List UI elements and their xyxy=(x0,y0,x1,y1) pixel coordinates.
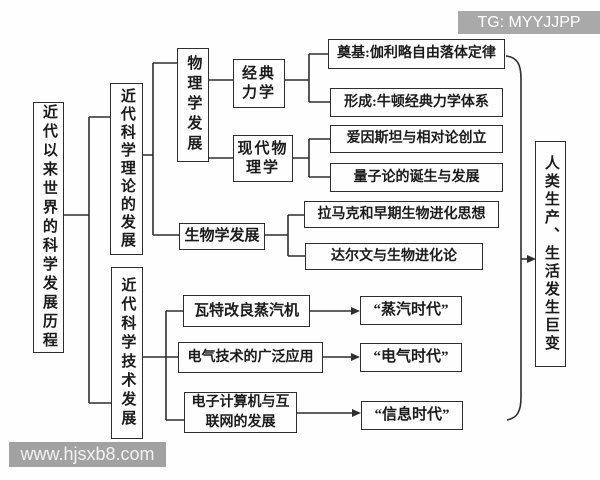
box-outcome: 人类生产、生活发生巨变 xyxy=(535,141,566,367)
wire-theory-trunk xyxy=(143,62,179,236)
box-root-topic: 近代以来世界的科学发展历程 xyxy=(33,102,64,353)
wire-modern-leaves xyxy=(293,138,330,178)
box-steam-age: “蒸汽时代” xyxy=(360,296,462,325)
wire-biology-leaves xyxy=(265,214,305,257)
box-technology-branch: 近代科学技术发展 xyxy=(111,267,143,439)
leaf-galileo-free-fall: 奠基:伽利略自由落体定律 xyxy=(328,39,505,69)
box-modern-physics: 现代物理学 xyxy=(233,135,293,182)
box-information-age: “信息时代” xyxy=(361,401,463,430)
wire-physics-branches xyxy=(209,79,233,159)
box-theory-branch: 近代科学理论的发展 xyxy=(110,83,143,255)
leaf-lamarck-evolution: 拉马克和早期生物进化思想 xyxy=(304,201,499,228)
leaf-quantum-theory: 量子论的诞生与发展 xyxy=(330,163,503,192)
leaf-darwin-evolution: 达尔文与生物进化论 xyxy=(305,243,483,270)
box-biology: 生物学发展 xyxy=(179,223,265,250)
box-watt-steam-engine: 瓦特改良蒸汽机 xyxy=(183,295,310,327)
box-classical-mechanics: 经典力学 xyxy=(233,59,285,108)
box-electrical-age: “电气时代” xyxy=(360,343,462,372)
box-electrical-application: 电气技术的广泛应用 xyxy=(178,342,323,373)
tg-badge: TG: MYYJJPP xyxy=(458,11,600,34)
leaf-einstein-relativity: 爱因斯坦与相对论创立 xyxy=(330,125,503,153)
brace-right xyxy=(505,55,522,421)
box-computer-internet: 电子计算机与互联网的发展 xyxy=(184,392,297,433)
wire-classical-leaves xyxy=(285,53,330,103)
box-physics: 物理学发展 xyxy=(177,48,209,162)
leaf-newton-system: 形成:牛顿经典力学体系 xyxy=(330,88,503,117)
watermark: www.hjsxb8.com xyxy=(9,442,166,467)
wire-root-to-branches xyxy=(64,116,111,404)
